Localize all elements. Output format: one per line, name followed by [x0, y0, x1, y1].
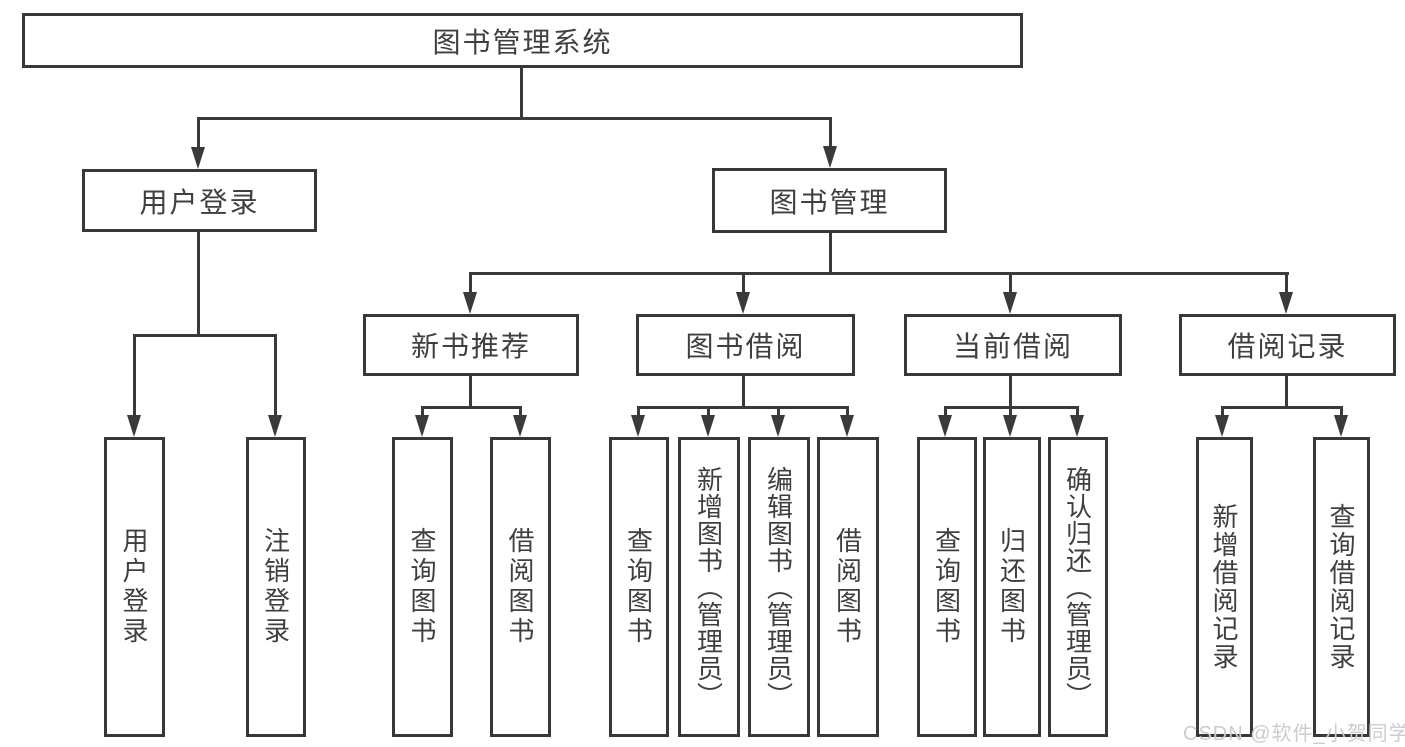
connector-book-borrow-split: [637, 406, 849, 409]
node-borrow-record-label: 借阅记录: [1227, 331, 1348, 362]
node-book-borrow: 图书借阅: [636, 314, 855, 376]
connector-cb-child1: [944, 406, 947, 418]
arrowhead-new-book: [463, 292, 477, 314]
connector-to-book-mgmt: [829, 117, 832, 148]
connector-bb-child2: [707, 406, 710, 418]
connector-to-new-book: [469, 272, 472, 293]
node-new-book-rec: 新书推荐: [363, 314, 579, 376]
connector-book-mgmt-stem: [829, 232, 832, 274]
leaf-nb-query-books: 查询图书: [392, 437, 453, 737]
connector-cb-child3: [1076, 406, 1079, 418]
arrowhead-br-child2: [1334, 415, 1348, 437]
connector-to-book-borrow: [742, 272, 745, 293]
arrowhead-br-child1: [1215, 415, 1229, 437]
connector-book-borrow-stem: [742, 375, 745, 408]
leaf-user-login: 用户登录: [104, 437, 165, 737]
arrowhead-cb-child1: [938, 415, 952, 437]
arrowhead-login-child: [127, 415, 141, 437]
connector-br-child1: [1221, 406, 1224, 418]
connector-bb-child4: [846, 406, 849, 418]
node-root: 图书管理系统: [22, 13, 1023, 68]
connector-current-borrow-stem: [1009, 375, 1012, 408]
leaf-bb-query-books: 查询图书: [609, 437, 669, 737]
node-current-borrow: 当前借阅: [904, 314, 1122, 376]
connector-nb-child2: [519, 406, 522, 418]
node-book-mgmt: 图书管理: [712, 168, 947, 233]
arrowhead-bb-child3: [771, 415, 785, 437]
node-book-mgmt-label: 图书管理: [769, 186, 890, 218]
node-borrow-record: 借阅记录: [1179, 314, 1396, 376]
arrowhead-bb-child1: [631, 415, 645, 437]
connector-root-stem: [520, 67, 523, 119]
connector-bb-child1: [637, 406, 640, 418]
leaf-bb-add-books-admin: 新增图书（管理员）: [678, 437, 740, 737]
connector-to-logout-child: [274, 334, 277, 417]
arrowhead-bb-child2: [701, 415, 715, 437]
connector-new-book-split: [421, 406, 522, 409]
arrowhead-book-borrow: [736, 292, 750, 314]
connector-to-borrow-record: [1285, 272, 1288, 293]
arrowhead-nb-child2: [513, 415, 527, 437]
leaf-br-add-record: 新增借阅记录: [1196, 437, 1253, 737]
arrowhead-nb-child1: [415, 415, 429, 437]
arrowhead-bb-child4: [840, 415, 854, 437]
node-current-borrow-label: 当前借阅: [952, 331, 1073, 362]
leaf-cb-return-books: 归还图书: [983, 437, 1041, 737]
arrowhead-logout-child: [268, 415, 282, 437]
arrowhead-cb-child2: [1003, 415, 1017, 437]
connector-cb-child2: [1009, 406, 1012, 418]
connector-user-login-stem: [197, 231, 200, 337]
connector-borrow-record-stem: [1285, 375, 1288, 408]
connector-level3-split: [469, 272, 1289, 275]
csdn-watermark: CSDN @软件_小贺同学: [1183, 723, 1405, 745]
leaf-logout: 注销登录: [246, 437, 306, 737]
connector-to-user-login: [197, 117, 200, 149]
connector-user-login-split: [133, 334, 277, 337]
connector-bb-child3: [777, 406, 780, 418]
leaf-cb-query-books: 查询图书: [917, 437, 977, 737]
connector-br-child2: [1340, 406, 1343, 418]
arrowhead-user-login: [191, 147, 205, 169]
arrowhead-cb-child3: [1070, 415, 1084, 437]
leaf-bb-edit-books-admin: 编辑图书（管理员）: [748, 437, 810, 737]
node-new-book-rec-label: 新书推荐: [410, 331, 531, 362]
node-root-label: 图书管理系统: [432, 26, 613, 58]
leaf-br-query-record: 查询借阅记录: [1313, 437, 1370, 737]
leaf-bb-borrow-books: 借阅图书: [817, 437, 879, 737]
connector-nb-child1: [421, 406, 424, 418]
node-book-borrow-label: 图书借阅: [685, 331, 806, 362]
arrowhead-book-mgmt: [823, 146, 837, 168]
leaf-cb-confirm-return-admin: 确认归还（管理员）: [1048, 437, 1108, 737]
node-user-login-label: 用户登录: [139, 186, 260, 218]
connector-to-current-borrow: [1009, 272, 1012, 293]
connector-level2-split: [197, 117, 832, 120]
connector-borrow-record-split: [1221, 406, 1343, 409]
node-user-login: 用户登录: [82, 169, 317, 232]
connector-new-book-stem: [469, 375, 472, 408]
arrowhead-borrow-record: [1279, 292, 1293, 314]
connector-to-login-child: [133, 334, 136, 417]
leaf-nb-borrow-books: 借阅图书: [490, 437, 551, 737]
arrowhead-current-borrow: [1003, 292, 1017, 314]
